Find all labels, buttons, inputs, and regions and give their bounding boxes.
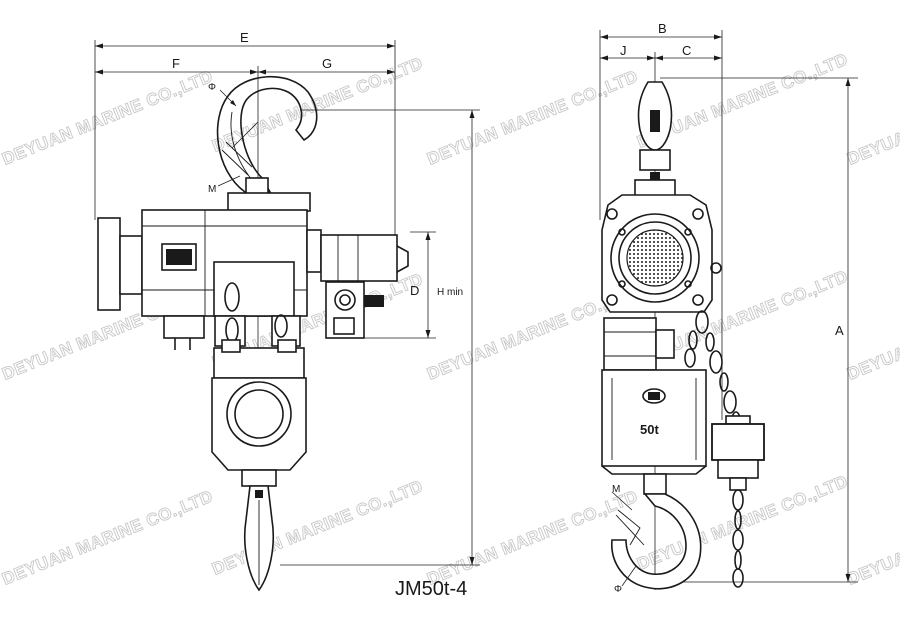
hand-chain bbox=[684, 310, 765, 588]
top-hook-front bbox=[634, 81, 676, 199]
dim-label-phi: Φ bbox=[614, 584, 622, 595]
capacity-label: 50t bbox=[640, 422, 659, 437]
dim-label-g: G bbox=[322, 56, 332, 71]
hoist-body bbox=[97, 192, 409, 350]
watermark-layer: DEYUAN MARINE CO.,LTD DEYUAN MARINE CO.,… bbox=[0, 49, 900, 589]
dimension-d: D bbox=[355, 231, 436, 339]
gearbox-front: 50t bbox=[601, 317, 707, 475]
dim-label-a: A bbox=[835, 323, 844, 338]
dim-label-h: H min bbox=[437, 287, 463, 298]
dim-label-d: D bbox=[410, 283, 419, 298]
watermark-text: DEYUAN MARINE CO.,LTD bbox=[424, 487, 640, 589]
dimension-a: A bbox=[660, 77, 858, 583]
watermark-text: DEYUAN MARINE CO.,LTD bbox=[844, 282, 900, 384]
watermark-text: DEYUAN MARINE CO.,LTD bbox=[0, 487, 216, 589]
dim-label-b: B bbox=[658, 21, 667, 36]
dim-label-m-side: Φ bbox=[208, 82, 216, 93]
front-view: B J C A bbox=[599, 21, 858, 595]
watermark-text: DEYUAN MARINE CO.,LTD bbox=[844, 487, 900, 589]
watermark-text: DEYUAN MARINE CO.,LTD bbox=[844, 67, 900, 169]
bottom-hook-front: M Φ bbox=[611, 473, 702, 595]
dim-label-m: M bbox=[208, 184, 216, 195]
motor-housing-front bbox=[601, 194, 722, 313]
dimension-b: B bbox=[599, 21, 723, 420]
bottom-hook-side bbox=[243, 485, 275, 592]
bottom-block bbox=[211, 339, 307, 487]
dimension-h: H min bbox=[280, 109, 480, 566]
dim-label-c: C bbox=[682, 43, 691, 58]
dim-label-m-front: M bbox=[612, 484, 620, 495]
dim-label-f: F bbox=[172, 56, 180, 71]
dimension-e: E bbox=[94, 30, 396, 250]
watermark-text: DEYUAN MARINE CO.,LTD bbox=[424, 67, 640, 169]
dim-label-j: J bbox=[620, 43, 627, 58]
watermark-text: DEYUAN MARINE CO.,LTD bbox=[209, 54, 425, 156]
watermark-text: DEYUAN MARINE CO.,LTD bbox=[209, 477, 425, 579]
side-view: E F G H min D bbox=[94, 30, 480, 600]
watermark-text: DEYUAN MARINE CO.,LTD bbox=[0, 67, 216, 169]
model-label: JM50t-4 bbox=[395, 578, 467, 600]
dim-label-e: E bbox=[240, 30, 249, 45]
